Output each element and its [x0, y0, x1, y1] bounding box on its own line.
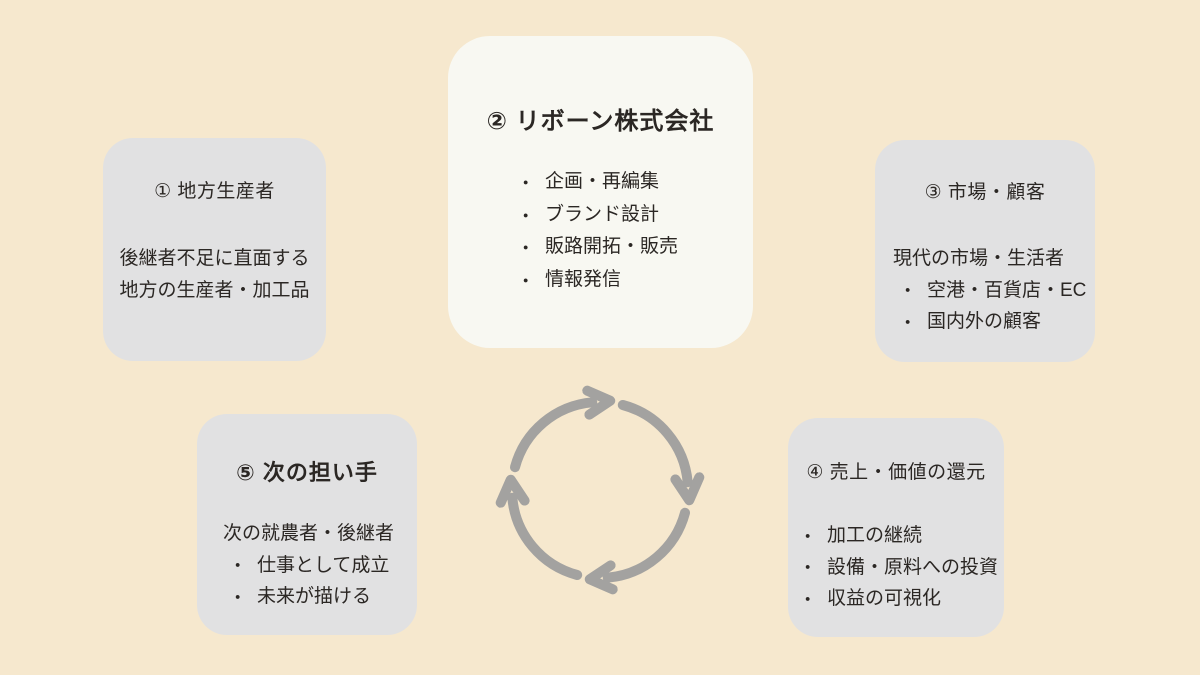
- list-item: 未来が描ける: [235, 581, 417, 613]
- description-line: 地方の生産者・加工品: [119, 279, 310, 301]
- node-bullet-list: 仕事として成立未来が描ける: [235, 550, 417, 613]
- list-item: 仕事として成立: [235, 550, 417, 582]
- node-title: ⑤ 次の担い手: [236, 460, 378, 485]
- node-next-successors: ⑤ 次の担い手 次の就農者・後継者 仕事として成立未来が描ける: [197, 414, 417, 635]
- list-item: 販路開拓・販売: [523, 231, 753, 264]
- list-item: 国内外の顧客: [905, 306, 1095, 338]
- node-local-producers: ① 地方生産者 後継者不足に直面する地方の生産者・加工品: [103, 138, 326, 361]
- node-bullet-list: 加工の継続設備・原料への投資収益の可視化: [805, 520, 1004, 615]
- node-lead-text: 次の就農者・後継者: [223, 523, 395, 544]
- node-lead-text: 現代の市場・生活者: [893, 248, 1065, 269]
- node-bullet-list: 空港・百貨店・EC国内外の顧客: [905, 275, 1095, 338]
- list-item: 企画・再編集: [523, 166, 753, 199]
- list-item: ブランド設計: [523, 199, 753, 232]
- list-item: 収益の可視化: [805, 583, 1004, 615]
- list-item: 加工の継続: [805, 520, 1004, 552]
- node-description: 後継者不足に直面する地方の生産者・加工品: [103, 243, 326, 306]
- list-item: 情報発信: [523, 264, 753, 297]
- node-title: ④ 売上・価値の還元: [806, 462, 986, 483]
- node-reborn-company: ② リボーン株式会社 企画・再編集ブランド設計販路開拓・販売情報発信: [448, 36, 753, 348]
- node-market-customers: ③ 市場・顧客 現代の市場・生活者 空港・百貨店・EC国内外の顧客: [875, 140, 1095, 362]
- node-title: ① 地方生産者: [154, 181, 275, 202]
- node-sales-value-return: ④ 売上・価値の還元 加工の継続設備・原料への投資収益の可視化: [788, 418, 1004, 637]
- description-line: 後継者不足に直面する: [119, 248, 310, 269]
- list-item: 空港・百貨店・EC: [905, 275, 1095, 307]
- node-bullet-list: 企画・再編集ブランド設計販路開拓・販売情報発信: [523, 166, 753, 296]
- list-item: 設備・原料への投資: [805, 552, 1004, 584]
- cycle-arrows-icon: [495, 385, 705, 595]
- node-title: ② リボーン株式会社: [486, 108, 715, 135]
- node-title: ③ 市場・顧客: [924, 182, 1046, 203]
